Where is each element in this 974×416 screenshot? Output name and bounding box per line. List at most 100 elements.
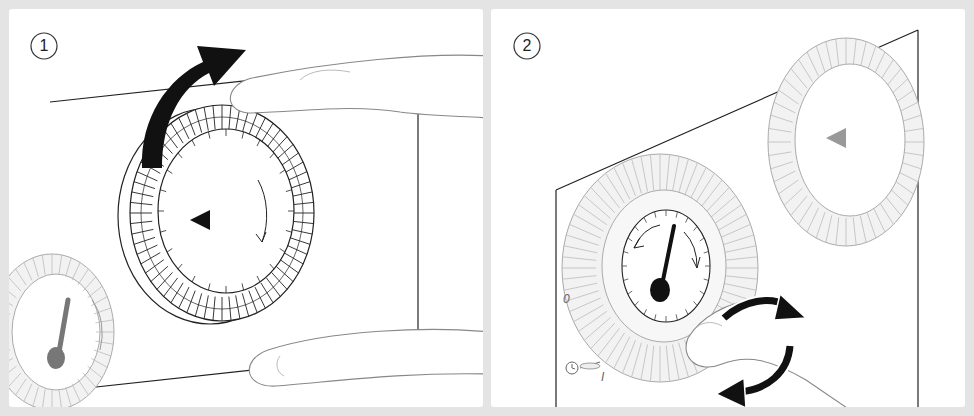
circle-outline <box>31 33 57 59</box>
dial-tooth <box>807 52 819 76</box>
hand <box>230 55 483 118</box>
dial-tooth <box>606 333 625 363</box>
step-one-drawing <box>9 46 483 407</box>
dial-tooth <box>799 202 813 224</box>
dial-tooth <box>679 159 689 193</box>
dial-tooth <box>160 230 166 232</box>
dial-tooth <box>778 180 798 194</box>
dial-tooth <box>826 215 832 242</box>
step-one-drawing <box>277 356 284 376</box>
dial-tooth <box>705 266 710 267</box>
dial-tooth <box>672 156 679 191</box>
timer-dial <box>256 232 266 242</box>
dial-tooth <box>192 140 195 146</box>
dial-tooth <box>853 217 856 245</box>
dial-tooth <box>632 159 642 193</box>
dial-tooth <box>826 42 832 69</box>
neighbour-dial <box>768 38 924 246</box>
dial-tooth <box>784 79 802 96</box>
dial-tooth <box>623 279 628 281</box>
dial-tooth <box>24 263 32 281</box>
dial-tooth <box>644 309 647 314</box>
dial-tooth <box>579 311 607 331</box>
dial-tooth <box>690 167 706 199</box>
dial-tooth <box>816 212 825 238</box>
dial-tooth <box>257 140 260 146</box>
dial-tooth <box>713 205 741 225</box>
dial-tooth <box>9 297 13 306</box>
dial-tooth <box>574 214 604 231</box>
dial-tooth <box>846 38 847 66</box>
dial-tooth <box>716 214 746 231</box>
dial-tooth <box>33 258 39 277</box>
dial-tooth <box>867 212 876 238</box>
step-one-drawing <box>300 70 350 80</box>
callout-number: 1 <box>40 38 49 54</box>
dial-tooth <box>598 180 620 208</box>
dial-tooth <box>704 279 709 281</box>
dial-tooth <box>666 346 669 382</box>
dial-tooth <box>52 390 53 407</box>
dial-tooth <box>635 301 639 305</box>
dial-tooth <box>9 373 21 387</box>
dial-tooth <box>9 366 16 378</box>
timer-dial <box>158 129 294 293</box>
dial-tooth <box>666 316 667 322</box>
dial-tooth <box>660 154 661 190</box>
dial-tooth <box>650 155 653 191</box>
dial-tooth <box>566 235 599 245</box>
dial-tooth <box>816 46 825 72</box>
dial-tooth <box>42 255 45 275</box>
dial-tooth <box>622 163 635 196</box>
callout-circle: 2 <box>513 32 541 60</box>
dial-tooth <box>774 171 795 182</box>
rotation-arrow <box>142 46 246 168</box>
step-two-drawing <box>694 323 722 330</box>
twist-arrows <box>716 378 746 407</box>
dial-tooth <box>91 358 107 367</box>
dial-tooth <box>192 276 195 282</box>
dial-tooth <box>724 268 758 269</box>
dial-tooth <box>874 208 886 232</box>
step-two-drawing <box>556 30 924 407</box>
dial-tooth <box>655 314 656 320</box>
dial-tooth <box>799 59 813 81</box>
dial-tooth <box>566 291 599 301</box>
dial-tooth <box>769 128 792 132</box>
dial-tooth <box>635 226 639 230</box>
dial-tooth <box>719 224 750 238</box>
clock-symbol <box>580 363 600 369</box>
dial-tooth <box>167 170 172 174</box>
dial-tooth <box>784 188 802 205</box>
neighbour-dial <box>92 300 102 350</box>
dial-tooth <box>288 211 294 212</box>
neighbour-dial <box>768 38 924 246</box>
dial-tooth <box>94 350 111 356</box>
dial-tooth <box>584 317 610 340</box>
dial-tooth <box>676 212 677 218</box>
dial-tooth <box>16 269 27 285</box>
clock-symbol <box>566 362 600 374</box>
dial-tooth <box>622 340 635 373</box>
neighbour-dial <box>12 274 100 390</box>
dial-tooth <box>676 314 677 320</box>
dial-tooth <box>66 387 72 406</box>
dial-tooth <box>614 167 630 199</box>
pointer <box>190 210 210 230</box>
callout-number: 2 <box>523 38 532 54</box>
dial-tooth <box>9 358 13 367</box>
callout-circle: 1 <box>30 32 58 60</box>
clock-symbol <box>580 362 600 368</box>
dial-tooth <box>59 255 62 275</box>
dial-tooth <box>91 297 107 306</box>
dial-tooth <box>9 350 10 356</box>
dial-tooth <box>628 291 632 294</box>
dial-tooth <box>696 173 715 203</box>
dial-tooth <box>270 153 274 158</box>
dial-tooth <box>606 173 625 203</box>
dial-tooth <box>723 246 756 253</box>
dial-tooth <box>9 277 21 291</box>
clock-symbol <box>572 364 575 369</box>
dial-tooth <box>208 283 210 290</box>
dial-tooth <box>655 212 656 218</box>
